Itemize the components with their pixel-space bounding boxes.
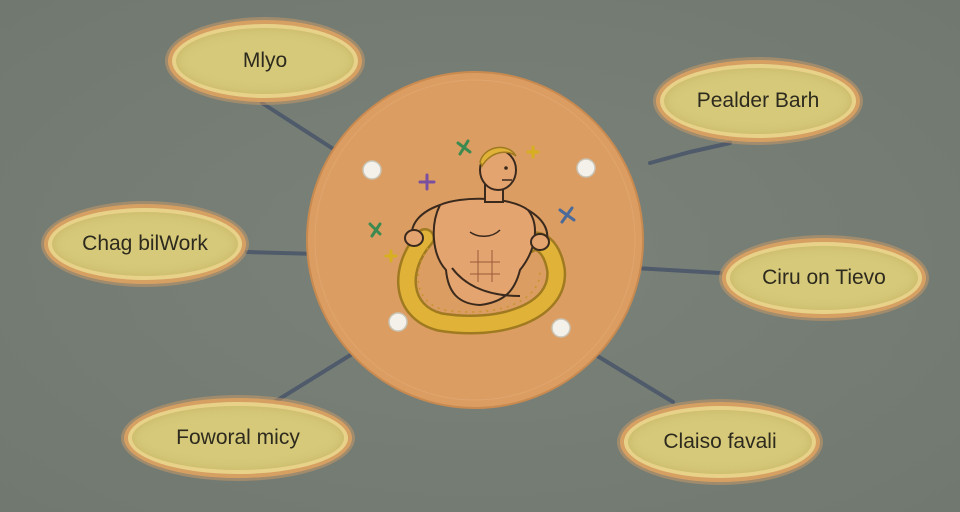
node-top-left: Mlyo xyxy=(176,28,354,94)
node-bottom-left: Foworal micy xyxy=(132,406,344,470)
node-top-right: Pealder Barh xyxy=(664,68,852,134)
node-label: Mlyo xyxy=(242,49,288,72)
node-mid-right: Ciru on Tievo xyxy=(730,246,918,310)
sparkle-icons xyxy=(368,139,576,263)
node-bottom-right: Claiso favali xyxy=(628,410,812,474)
node-label: Foworal micy xyxy=(176,426,300,449)
connector-top-right xyxy=(648,141,732,165)
node-label: Pealder Barh xyxy=(696,89,820,112)
orb-icons xyxy=(362,158,596,338)
figure-with-serpent-icon xyxy=(397,146,567,335)
node-label: Ciru on Tievo xyxy=(762,266,886,289)
node-mid-left: Chag bilWork xyxy=(52,212,238,276)
node-label: Chag bilWork xyxy=(82,232,208,255)
node-label: Claiso favali xyxy=(663,430,777,453)
